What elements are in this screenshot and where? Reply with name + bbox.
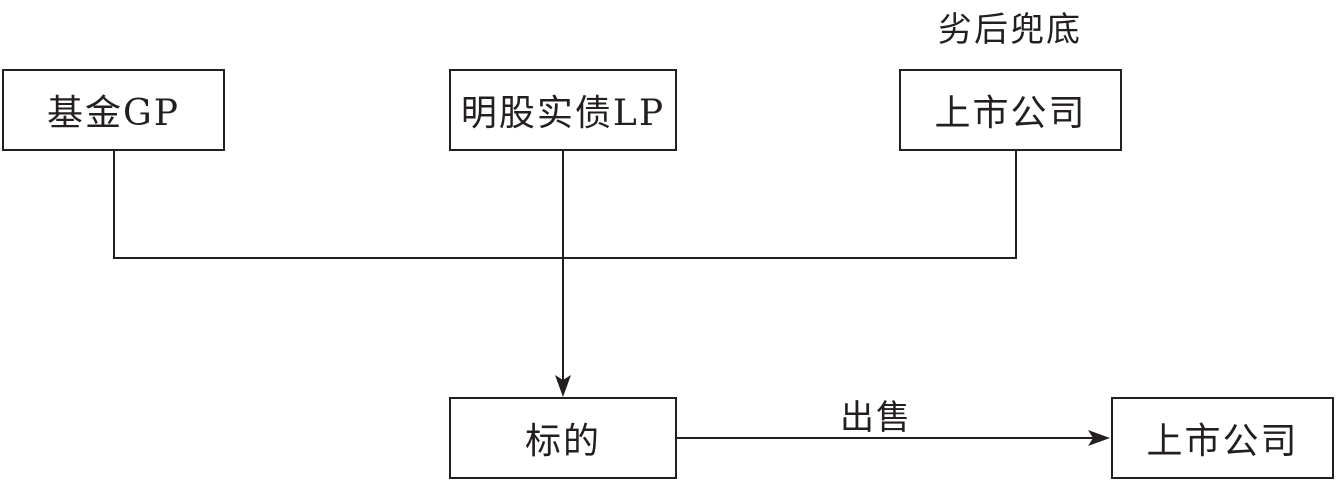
sale-arrowhead — [1088, 430, 1110, 446]
top-note-label: 劣后兜底 — [938, 10, 1082, 50]
node-fund-gp-label: 基金GP — [47, 93, 180, 134]
node-target-label: 标的 — [524, 421, 601, 462]
node-fund-gp: 基金GP — [2, 69, 225, 151]
gp-connector — [113, 150, 1017, 259]
node-listed-company-bottom-label: 上市公司 — [1146, 421, 1299, 462]
node-listed-company-bottom: 上市公司 — [1111, 397, 1334, 479]
node-target: 标的 — [449, 397, 677, 479]
lp-arrowhead — [555, 375, 571, 397]
node-listed-company-top: 上市公司 — [899, 69, 1122, 151]
node-lp: 明股实债LP — [449, 69, 677, 151]
sale-edge-label: 出售 — [840, 398, 912, 438]
node-lp-label: 明股实债LP — [460, 93, 666, 134]
node-listed-company-top-label: 上市公司 — [934, 93, 1087, 134]
